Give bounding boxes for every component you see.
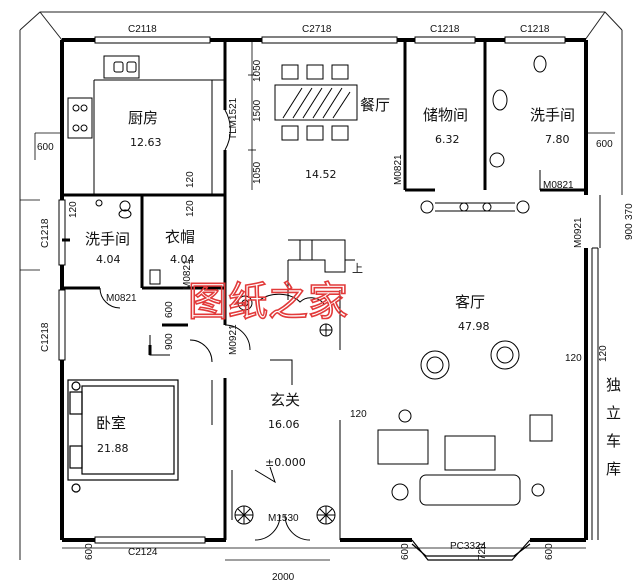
window-left-label: C1218 — [40, 322, 51, 352]
garage-label-char: 库 — [606, 460, 621, 478]
window-top-label: C2118 — [128, 24, 157, 35]
stair — [237, 239, 355, 311]
dim-bottom-600: 600 — [400, 543, 411, 560]
room-area-bedroom: 21.88 — [97, 442, 129, 455]
interior-walls — [62, 40, 586, 540]
room-name-bedroom: 卧室 — [96, 414, 126, 432]
plants — [234, 293, 336, 525]
window-marks — [58, 36, 566, 544]
room-area-foyer: 16.06 — [268, 418, 300, 431]
room-area-living: 47.98 — [458, 320, 490, 333]
fixtures — [95, 55, 547, 285]
window-bottom-label: C2124 — [128, 547, 158, 558]
room-name-kitchen: 厨房 — [128, 109, 158, 127]
door-label-closet: M0821 — [182, 259, 193, 290]
stair-up-label: 上 — [352, 262, 363, 275]
dim-right-900: 900 — [624, 223, 635, 240]
door-label-bath-left: M0821 — [106, 293, 137, 304]
room-area-storage: 6.32 — [435, 133, 460, 146]
dim-bottom-600: 600 — [544, 543, 555, 560]
room-name-storage: 储物间 — [423, 106, 468, 124]
door-label-bedroom: M0921 — [228, 324, 239, 355]
dimension-lines — [20, 40, 615, 561]
elevation-mark: ±0.000 — [265, 456, 306, 469]
dim-bottom-720: 720 — [477, 543, 488, 560]
garage-label-char: 立 — [606, 404, 621, 422]
dim-v-600: 600 — [164, 301, 175, 318]
window-left-label: C1218 — [40, 218, 51, 248]
partitions — [67, 55, 601, 248]
dim-right-370: 370 — [624, 203, 635, 220]
dim-dining-1050-top: 1050 — [252, 59, 263, 82]
room-area-bath-left: 4.04 — [96, 253, 121, 266]
door-swings — [99, 109, 341, 541]
door-label-storage: M0821 — [393, 154, 404, 185]
bed — [67, 379, 179, 493]
eave-outline — [19, 11, 623, 560]
dim-dining-1050-bot: 1050 — [252, 161, 263, 184]
dim-bottom-2000: 2000 — [272, 572, 295, 582]
room-name-living: 客厅 — [455, 293, 485, 311]
dim-inner-120: 120 — [565, 353, 582, 364]
room-name-dining: 餐厅 — [360, 96, 390, 114]
door-label-living: M0921 — [573, 217, 584, 248]
garage-outline — [591, 247, 599, 540]
bay-window — [411, 539, 531, 561]
dim-v-900: 900 — [164, 333, 175, 350]
window-bottom-label: PC3324 — [450, 541, 487, 552]
watermark: 图纸之家 — [188, 279, 348, 325]
room-name-foyer: 玄关 — [270, 391, 300, 409]
room-name-bath-top: 洗手间 — [530, 106, 575, 124]
window-top-label: C2718 — [302, 24, 332, 35]
door-label-entry: M1530 — [268, 513, 299, 524]
room-name-closet: 衣帽 — [165, 228, 195, 246]
dim-left-600: 600 — [37, 142, 54, 153]
room-area-bath-top: 7.80 — [545, 133, 570, 146]
room-area-closet: 4.04 — [170, 253, 195, 266]
dim-inner-120: 120 — [598, 345, 609, 362]
window-top-label: C1218 — [430, 24, 460, 35]
dim-bottom-600: 600 — [84, 543, 95, 560]
garage-label-char: 独 — [606, 376, 621, 394]
dim-inner-120: 120 — [68, 201, 79, 218]
room-name-bath-left: 洗手间 — [85, 230, 130, 248]
window-top-label: C1218 — [520, 24, 550, 35]
room-area-kitchen: 12.63 — [130, 136, 162, 149]
dim-inner-120: 120 — [350, 409, 367, 420]
dim-right-600: 600 — [596, 139, 613, 150]
garage-label-char: 车 — [606, 432, 621, 450]
door-label-bath-top: M0821 — [543, 180, 574, 191]
living-furniture — [377, 340, 553, 506]
room-area-dining: 14.52 — [305, 168, 337, 181]
door-label-kitchen: TLM1521 — [228, 97, 239, 140]
dim-inner-120: 120 — [185, 171, 196, 188]
dining-table — [274, 64, 358, 141]
dim-inner-120: 120 — [185, 200, 196, 217]
dim-dining-1500: 1500 — [252, 99, 263, 122]
